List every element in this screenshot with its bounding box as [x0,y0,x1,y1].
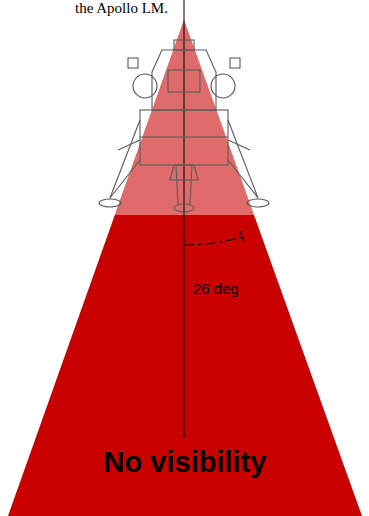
caption-fragment: the Apollo LM. [75,0,168,17]
region-label: No visibility [8,446,362,479]
angle-label: 26 deg [193,280,239,297]
lm-line-art [99,40,269,212]
cone-fill [8,20,362,516]
cone-outline [8,20,362,516]
angle-arc [184,237,243,245]
center-line [184,0,185,438]
lm-overlay [100,20,270,215]
no-visibility-cone: No visibility [8,20,362,516]
angle-tick [240,231,244,242]
